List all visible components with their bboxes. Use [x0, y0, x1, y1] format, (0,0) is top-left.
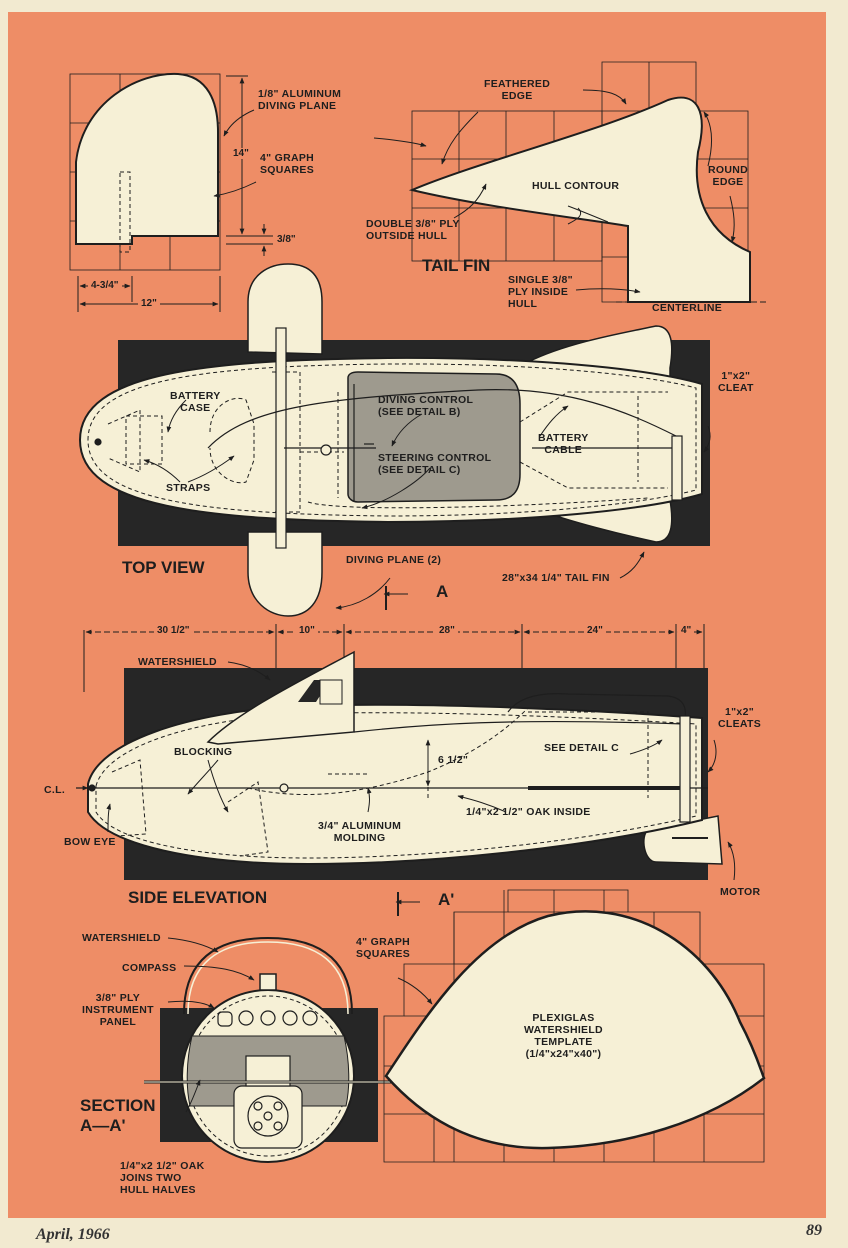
round-edge-label: ROUND EDGE	[708, 164, 748, 188]
dimension-4: 4"	[678, 625, 695, 636]
side-elevation-drawing	[76, 624, 736, 916]
steering-control-label: STEERING CONTROL (SEE DETAIL C)	[378, 452, 492, 476]
tail-fin-detail	[373, 61, 766, 303]
motor-label: MOTOR	[720, 886, 761, 898]
double-ply-label: DOUBLE 3/8" PLY OUTSIDE HULL	[366, 218, 460, 242]
blocking-label: BLOCKING	[174, 746, 233, 758]
section-aa-drawing	[144, 936, 400, 1163]
top-view-title: TOP VIEW	[122, 558, 205, 577]
dimension-24: 24"	[584, 625, 606, 636]
section-a-prime-marker: A'	[438, 890, 455, 909]
dimension-3-8: 3/8"	[274, 234, 299, 245]
dimension-30-1-2: 30 1/2"	[154, 625, 193, 636]
diving-plane-2-label: DIVING PLANE (2)	[346, 554, 442, 566]
watershield-section-label: WATERSHIELD	[82, 932, 161, 944]
graph-squares-bottom-label: 4" GRAPH SQUARES	[356, 936, 411, 960]
straps-label: STRAPS	[166, 482, 211, 494]
dimension-28: 28"	[436, 625, 458, 636]
section-a-marker: A	[436, 582, 449, 601]
dimension-10: 10"	[296, 625, 318, 636]
feathered-edge-label: FEATHERED EDGE	[484, 78, 551, 102]
page-number: 89	[806, 1222, 822, 1239]
graph-squares-top-label: 4" GRAPH SQUARES	[260, 152, 315, 176]
dimension-14: 14"	[230, 148, 252, 159]
dimension-4-3-4: 4-3/4"	[88, 280, 122, 291]
battery-case-label: BATTERY CASE	[170, 390, 221, 414]
hull-contour-label: HULL CONTOUR	[532, 180, 620, 192]
oak-inside-label: 1/4"x2 1/2" OAK INSIDE	[466, 806, 591, 818]
aluminum-molding-label: 3/4" ALUMINUM MOLDING	[318, 820, 402, 844]
issue-date: April, 1966	[36, 1226, 110, 1243]
cleats-side-label: 1"x2" CLEATS	[718, 706, 762, 730]
section-title: SECTION A—A'	[80, 1096, 156, 1135]
side-elevation-title: SIDE ELEVATION	[128, 888, 268, 907]
cleat-top-label: 1"x2" CLEAT	[718, 370, 754, 394]
diving-control-label: DIVING CONTROL (SEE DETAIL B)	[378, 394, 474, 418]
dimension-6-1-2: 6 1/2"	[438, 754, 469, 766]
dimension-12: 12"	[138, 298, 160, 309]
battery-cable-label: BATTERY CABLE	[538, 432, 589, 456]
centerline-label: CENTERLINE	[652, 302, 723, 314]
watershield-side-label: WATERSHIELD	[138, 656, 217, 668]
oak-joins-label: 1/4"x2 1/2" OAK JOINS TWO HULL HALVES	[120, 1160, 205, 1196]
bow-eye-label: BOW EYE	[64, 836, 116, 848]
diving-plane-label: 1/8" ALUMINUM DIVING PLANE	[258, 88, 342, 112]
instrument-panel-label: 3/8" PLY INSTRUMENT PANEL	[82, 992, 154, 1028]
see-detail-c-label: SEE DETAIL C	[544, 742, 619, 754]
tail-fin-size-label: 28"x34 1/4" TAIL FIN	[502, 572, 610, 584]
single-ply-label: SINGLE 3/8" PLY INSIDE HULL	[508, 274, 573, 310]
watershield-template-drawing	[383, 889, 766, 1163]
centerline-cl-label: C.L.	[44, 784, 66, 796]
top-view-drawing	[78, 263, 711, 617]
plexiglas-template-label: PLEXIGLAS WATERSHIELD TEMPLATE (1/4"x24"…	[524, 1012, 603, 1060]
blueprint-drawing	[69, 61, 766, 1163]
diving-plane-detail	[69, 72, 273, 312]
tail-fin-title: TAIL FIN	[422, 256, 491, 275]
compass-label: COMPASS	[122, 962, 177, 974]
blueprint-sheet: 1/8" ALUMINUM DIVING PLANE 14" 4" GRAPH …	[8, 12, 826, 1218]
